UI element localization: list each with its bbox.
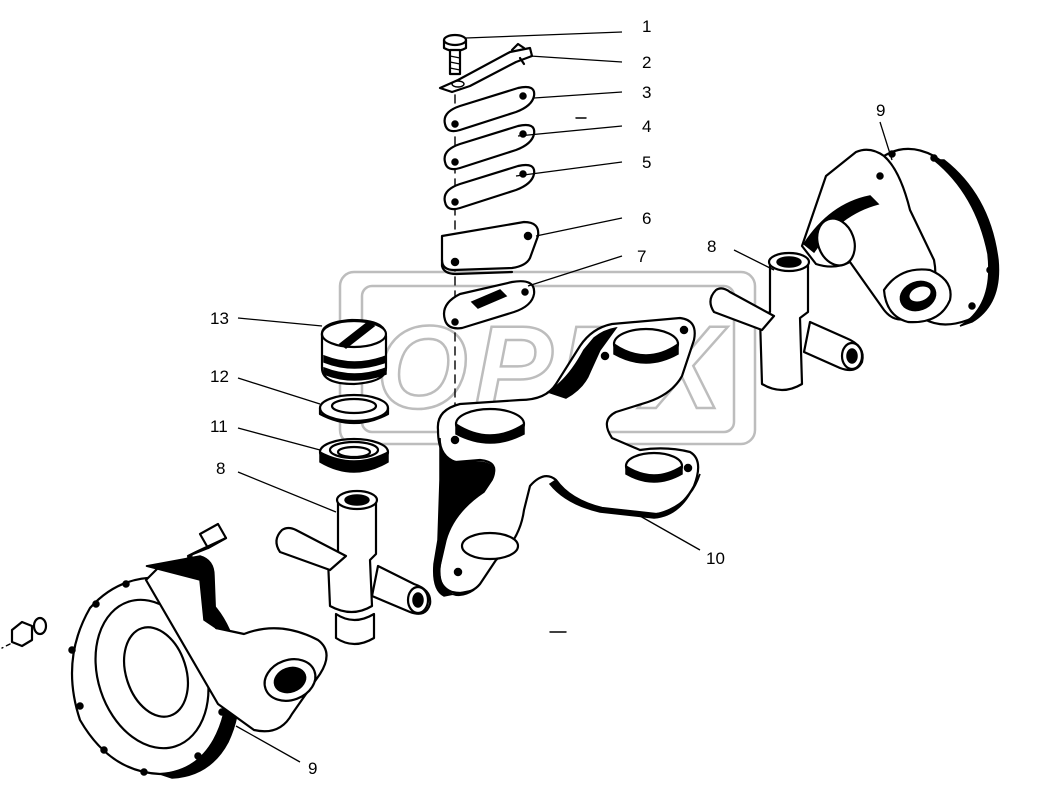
callout-3: 3 bbox=[642, 83, 651, 102]
callout-12: 12 bbox=[210, 367, 229, 386]
cover-plate-part-6 bbox=[440, 220, 540, 276]
flange-yoke-part-9-lower bbox=[68, 555, 328, 779]
gasket-part-5 bbox=[443, 163, 536, 211]
gasket-part-3 bbox=[443, 85, 536, 133]
callout-4: 4 bbox=[642, 117, 651, 136]
callout-9-lower: 9 bbox=[308, 759, 317, 778]
callout-7: 7 bbox=[637, 247, 646, 266]
housing-part-10 bbox=[432, 316, 701, 597]
ring-part-12 bbox=[318, 393, 390, 424]
cross-spider-part-8-lower bbox=[275, 489, 432, 646]
callout-labels: 1 2 3 4 5 6 7 8 8 9 9 10 11 12 13 bbox=[210, 17, 885, 778]
bolt-part-1 bbox=[442, 33, 468, 76]
callout-2: 2 bbox=[642, 53, 651, 72]
callout-8-upper: 8 bbox=[707, 237, 716, 256]
callout-13: 13 bbox=[210, 309, 229, 328]
seal-part-11 bbox=[318, 437, 390, 473]
cross-spider-part-8-upper bbox=[709, 251, 864, 392]
callout-1: 1 bbox=[642, 17, 651, 36]
callout-9-upper: 9 bbox=[876, 101, 885, 120]
leader-lines bbox=[235, 31, 893, 763]
callout-6: 6 bbox=[642, 209, 651, 228]
yoke-bolt bbox=[171, 522, 228, 565]
callout-8-lower: 8 bbox=[216, 459, 225, 478]
callout-10: 10 bbox=[706, 549, 725, 568]
bushing-part-13 bbox=[320, 318, 388, 386]
flange-yoke-part-9-upper bbox=[800, 147, 1000, 327]
yoke-washer-and-nut bbox=[1, 616, 48, 649]
callout-5: 5 bbox=[642, 153, 651, 172]
callout-11: 11 bbox=[210, 417, 228, 436]
slotted-plate-part-7 bbox=[442, 280, 536, 330]
